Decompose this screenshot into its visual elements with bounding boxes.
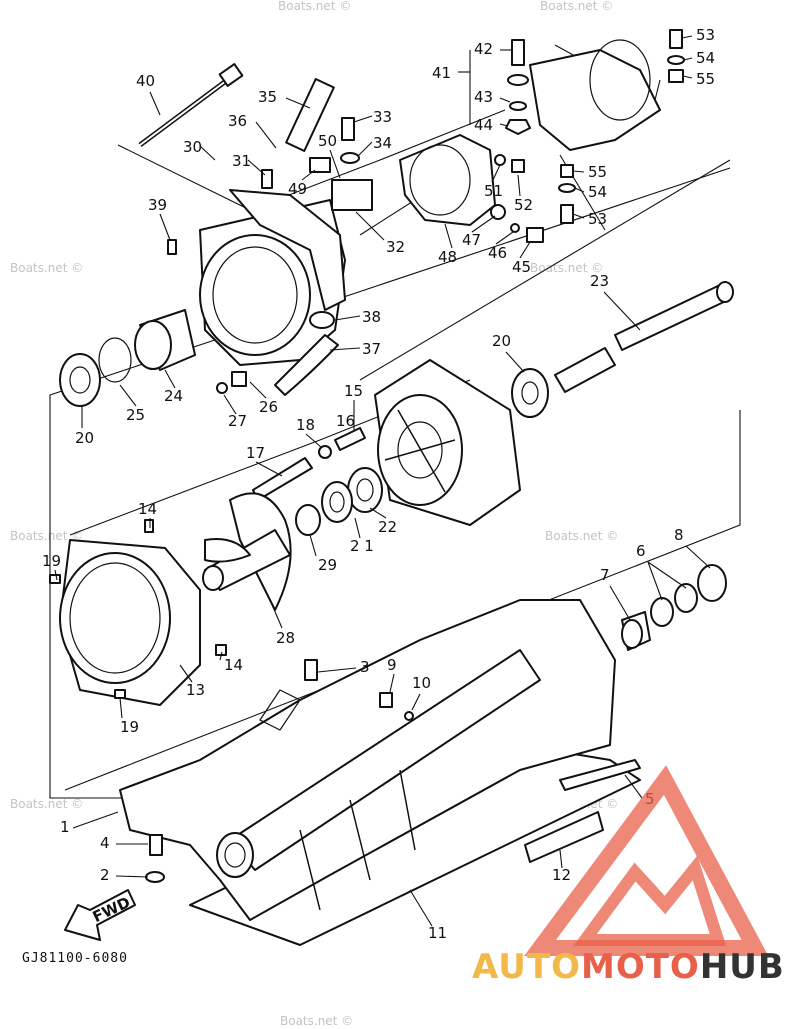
watermark: Boats.net © <box>545 529 618 543</box>
callout-label: 2 1 <box>350 537 374 555</box>
callout-label: 27 <box>228 412 247 430</box>
watermark: Boats.net © <box>10 529 83 543</box>
callout-label: 39 <box>148 196 167 214</box>
steering-bracket <box>309 29 685 243</box>
callout-label: 20 <box>492 332 511 350</box>
callout-label: 10 <box>412 674 431 692</box>
callout-label: 19 <box>120 718 139 736</box>
callout-label: 38 <box>362 308 381 326</box>
callout-label: 55 <box>588 163 607 181</box>
impeller <box>202 492 292 611</box>
callout-label: 4 <box>100 834 110 852</box>
callout-label: 20 <box>75 429 94 447</box>
watermark: Boats.net © <box>280 1014 353 1028</box>
watermark: Boats.net © <box>278 0 351 13</box>
callout-label: 40 <box>136 72 155 90</box>
callout-label: 22 <box>378 518 397 536</box>
callout-label: 29 <box>318 556 337 574</box>
callout-label: 42 <box>474 40 493 58</box>
callout-label: 2 <box>100 866 110 884</box>
callout-label: 18 <box>296 416 315 434</box>
callout-label: 33 <box>373 108 392 126</box>
callout-label: 7 <box>600 566 610 584</box>
callout-label: 16 <box>336 412 355 430</box>
callout-label: 24 <box>164 387 183 405</box>
logo-triangle-icon <box>524 765 769 956</box>
callout-label: 51 <box>484 182 503 200</box>
watermark: Boats.net © <box>530 261 603 275</box>
callout-label: 55 <box>696 70 715 88</box>
duct-flange <box>49 519 227 706</box>
callout-label: 47 <box>462 231 481 249</box>
callout-label: 19 <box>42 552 61 570</box>
callout-label: 48 <box>438 248 457 266</box>
callout-label: 45 <box>512 258 531 276</box>
callout-label: 12 <box>552 866 571 884</box>
nozzle-assembly <box>59 63 346 407</box>
callout-label: 15 <box>344 382 363 400</box>
brand-logo: AUTOMOTOHUB <box>472 765 785 987</box>
forward-arrow-icon: FWD <box>64 889 136 941</box>
callout-label: 44 <box>474 116 493 134</box>
logo-word-hub: HUB <box>700 947 785 987</box>
watermark: Boats.net © <box>10 797 83 811</box>
callout-label: 28 <box>276 629 295 647</box>
callout-label: 41 <box>432 64 451 82</box>
callout-label: 3 <box>360 658 370 676</box>
callout-label: 30 <box>183 138 202 156</box>
callout-label: 54 <box>696 49 715 67</box>
leader-lines <box>54 35 711 927</box>
callout-labels: 1 2 3 4 5 6 7 8 9 10 11 12 13 14 14 15 1… <box>42 26 715 942</box>
callout-label: 43 <box>474 88 493 106</box>
callout-label: 17 <box>246 444 265 462</box>
callout-label: 46 <box>488 244 507 262</box>
callout-label: 53 <box>696 26 715 44</box>
callout-label: 32 <box>386 238 405 256</box>
callout-label: 53 <box>588 210 607 228</box>
logo-wordmark: AUTOMOTOHUB <box>472 947 785 987</box>
ring-parts <box>621 564 727 651</box>
group-boundaries <box>49 44 741 799</box>
logo-word-moto: MOTO <box>581 947 700 987</box>
logo-m-icon <box>573 855 727 946</box>
callout-label: 11 <box>428 924 447 942</box>
callout-label: 23 <box>590 272 609 290</box>
impeller-housing <box>252 281 734 536</box>
callout-label: 25 <box>126 406 145 424</box>
callout-label: 1 <box>60 818 70 836</box>
callout-label: 31 <box>232 152 251 170</box>
jet-housing <box>119 599 641 946</box>
callout-label: 54 <box>588 183 607 201</box>
callout-label: 6 <box>636 542 646 560</box>
callout-label: 14 <box>138 500 157 518</box>
watermark: Boats.net © <box>10 261 83 275</box>
callout-label: 9 <box>387 656 397 674</box>
callout-label: 49 <box>288 180 307 198</box>
callout-label: 37 <box>362 340 381 358</box>
callout-label: 35 <box>258 88 277 106</box>
callout-label: 26 <box>259 398 278 416</box>
callout-label: 34 <box>373 134 392 152</box>
callout-label: 52 <box>514 196 533 214</box>
callout-label: 14 <box>224 656 243 674</box>
callout-label: 50 <box>318 132 337 150</box>
callout-label: 36 <box>228 112 247 130</box>
callout-label: 8 <box>674 526 684 544</box>
logo-word-auto: AUTO <box>472 947 581 987</box>
drawing-code: GJ81100-6080 <box>22 951 128 966</box>
watermark: Boats.net © <box>540 0 613 13</box>
callout-label: 13 <box>186 681 205 699</box>
